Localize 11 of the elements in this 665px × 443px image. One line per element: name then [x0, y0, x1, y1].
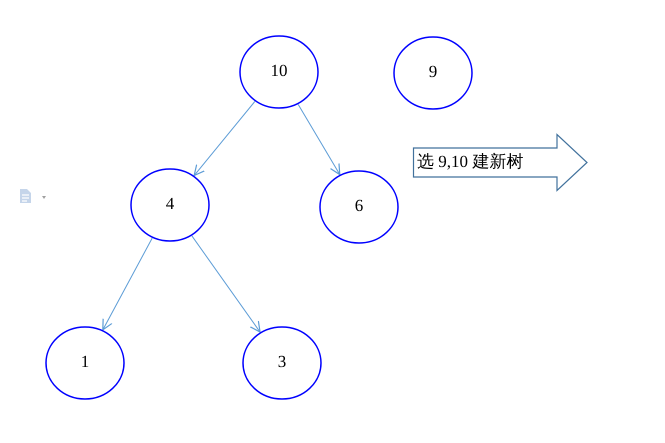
arrow [191, 235, 261, 333]
tree-node: 10 [239, 35, 319, 109]
tree-node: 1 [45, 326, 125, 400]
arrow [102, 238, 153, 330]
tree-node: 4 [130, 168, 210, 242]
arrow [298, 104, 340, 176]
tree-node: 3 [242, 326, 322, 400]
block-arrow: 选 9,10 建新树 [413, 134, 588, 191]
tree-node: 9 [393, 36, 473, 110]
tree-node: 6 [319, 170, 399, 244]
arrow [194, 100, 256, 176]
